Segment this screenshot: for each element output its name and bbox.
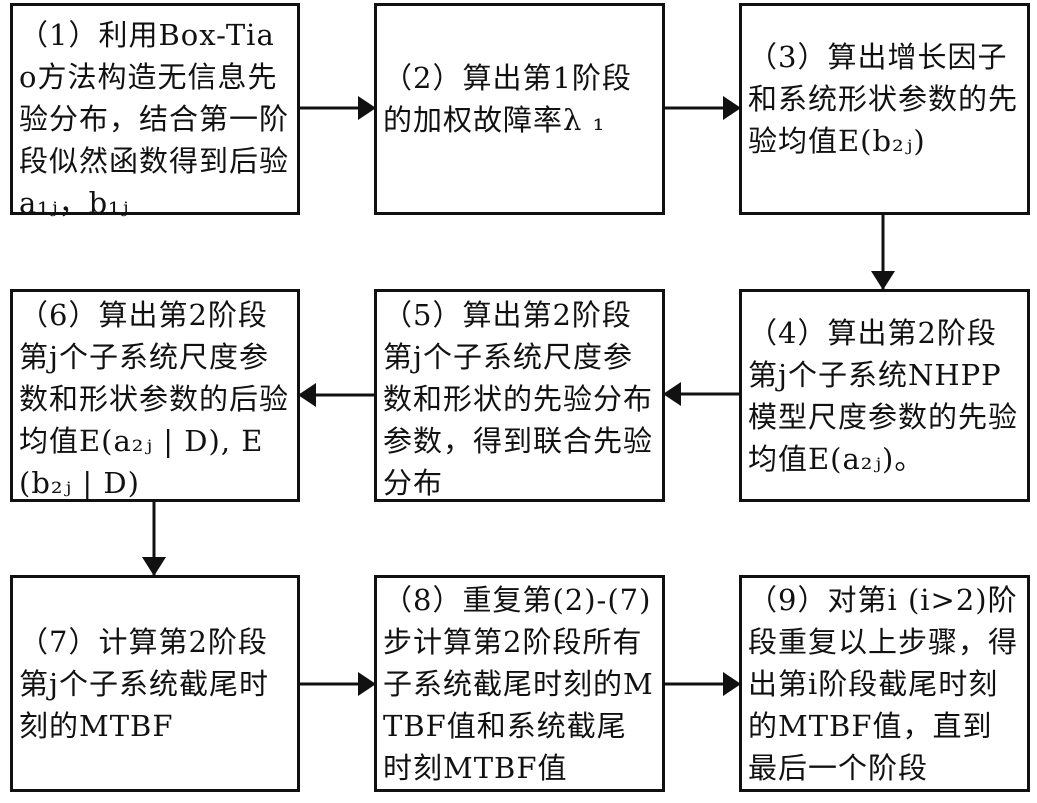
arrowhead-8-to-9 [723,672,741,696]
step-8-box: （8）重复第(2)-(7)步计算第2阶段所有子系统截尾时刻的MTBF值和系统截尾… [374,575,665,792]
step-7-box: （7）计算第2阶段第j个子系统截尾时刻的MTBF [10,575,300,792]
step-9-text: （9）对第i (i>2)阶段重复以上步骤，得出第i阶段截尾时刻的MTBF值，直到… [748,582,1019,785]
step-3-box: （3）算出增长因子和系统形状参数的先验均值E(b₂ⱼ) [739,3,1030,215]
step-2-box: （2）算出第1阶段的加权故障率λ ₁ [374,3,665,215]
step-5-box: （5）算出第2阶段第j个子系统尺度参数和形状的先验分布参数，得到联合先验分布 [374,289,665,502]
arrowhead-4-to-5 [663,382,681,406]
step-3-text: （3）算出增长因子和系统形状参数的先验均值E(b₂ⱼ) [748,40,1019,158]
step-1-box: （1）利用Box-Tiao方法构造无信息先验分布，结合第一阶段似然函数得到后验a… [10,3,300,220]
arrowhead-1-to-2 [358,96,376,120]
step-4-box: （4）算出第2阶段第j个子系统NHPP模型尺度参数的先验均值E(a₂ⱼ)。 [739,289,1030,502]
step-5-text: （5）算出第2阶段第j个子系统尺度参数和形状的先验分布参数，得到联合先验分布 [383,298,654,500]
arrowhead-3-to-4 [871,271,895,290]
arrowhead-6-to-7 [142,557,166,576]
arrowhead-7-to-8 [358,672,376,696]
step-9-box: （9）对第i (i>2)阶段重复以上步骤，得出第i阶段截尾时刻的MTBF值，直到… [739,575,1030,792]
step-7-text: （7）计算第2阶段第j个子系统截尾时刻的MTBF [19,624,269,743]
arrowhead-5-to-6 [298,383,316,407]
step-6-box: （6）算出第2阶段第j个子系统尺度参数和形状参数的后验均值E(a₂ⱼ | D),… [10,289,300,502]
step-1-text: （1）利用Box-Tiao方法构造无信息先验分布，结合第一阶段似然函数得到后验a… [19,18,290,220]
step-4-text: （4）算出第2阶段第j个子系统NHPP模型尺度参数的先验均值E(a₂ⱼ)。 [748,315,1019,476]
step-8-text: （8）重复第(2)-(7)步计算第2阶段所有子系统截尾时刻的MTBF值和系统截尾… [383,582,654,785]
arrowhead-2-to-3 [723,96,741,120]
step-2-text: （2）算出第1阶段的加权故障率λ ₁ [383,61,632,137]
step-6-text: （6）算出第2阶段第j个子系统尺度参数和形状参数的后验均值E(a₂ⱼ | D),… [19,298,290,500]
